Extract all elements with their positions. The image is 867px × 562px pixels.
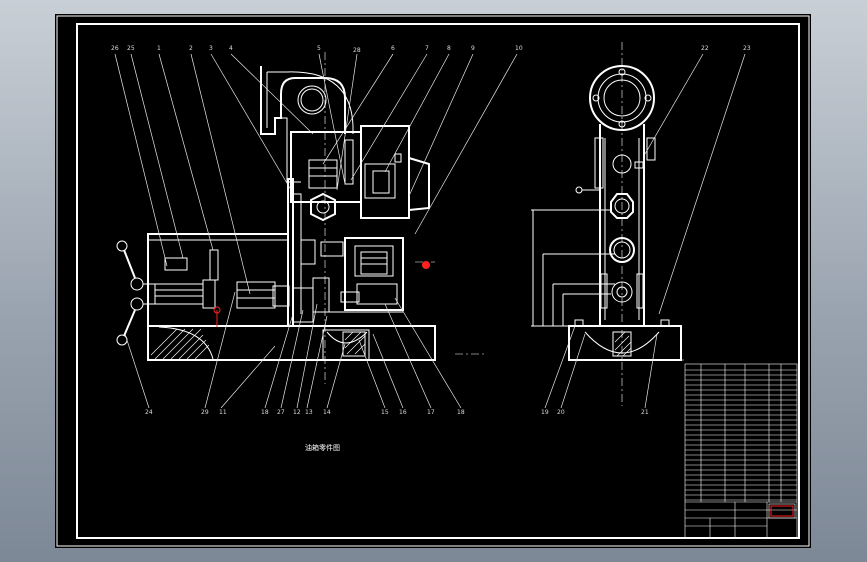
balloon-17: 17 bbox=[427, 409, 435, 416]
outer-border bbox=[56, 15, 810, 547]
main-view-balloons-top: 26 25 1 2 3 4 5 28 6 7 8 9 10 bbox=[111, 45, 523, 295]
balloon-19: 19 bbox=[541, 409, 549, 416]
balloon-21: 21 bbox=[641, 409, 649, 416]
balloon-12: 12 bbox=[293, 409, 301, 416]
balloon-15: 15 bbox=[381, 409, 389, 416]
assembly-drawing: 26 25 1 2 3 4 5 28 6 7 8 9 10 bbox=[56, 15, 810, 547]
balloon-4: 4 bbox=[229, 45, 233, 52]
side-view: 22 23 19 20 21 bbox=[531, 42, 751, 416]
column-body bbox=[599, 124, 645, 326]
oil-tank bbox=[147, 233, 289, 327]
spindle-head bbox=[260, 66, 346, 135]
drawing-frame bbox=[76, 23, 800, 539]
balloon-8: 8 bbox=[447, 45, 451, 52]
balloon-13: 13 bbox=[305, 409, 313, 416]
side-view-balloons: 22 23 19 20 21 bbox=[541, 45, 751, 416]
balloon-18a: 18 bbox=[261, 409, 269, 416]
balloon-23: 23 bbox=[743, 45, 751, 52]
balloon-29: 29 bbox=[201, 409, 209, 416]
gear-box bbox=[344, 237, 404, 311]
balloon-1: 1 bbox=[157, 45, 161, 52]
balloon-6: 6 bbox=[391, 45, 395, 52]
drawing-sheet: 26 25 1 2 3 4 5 28 6 7 8 9 10 bbox=[55, 14, 811, 548]
balloon-2: 2 bbox=[189, 45, 193, 52]
balloon-7: 7 bbox=[425, 45, 429, 52]
balloon-20: 20 bbox=[557, 409, 565, 416]
handwheel-lever bbox=[116, 240, 155, 346]
balloon-27: 27 bbox=[277, 409, 285, 416]
section-marker bbox=[422, 261, 430, 269]
main-view-balloons-bottom: 24 29 11 18 27 12 13 14 15 16 17 18 bbox=[124, 291, 465, 416]
balloon-25: 25 bbox=[127, 45, 135, 52]
balloon-24: 24 bbox=[145, 409, 153, 416]
top-ring bbox=[589, 65, 655, 131]
balloon-5: 5 bbox=[317, 45, 321, 52]
balloon-11: 11 bbox=[219, 409, 227, 416]
balloon-26: 26 bbox=[111, 45, 119, 52]
parts-list-table bbox=[684, 363, 798, 539]
balloon-14: 14 bbox=[323, 409, 331, 416]
balloon-10: 10 bbox=[515, 45, 523, 52]
pulley-nut bbox=[310, 192, 336, 222]
main-view: 26 25 1 2 3 4 5 28 6 7 8 9 10 bbox=[111, 45, 523, 452]
balloon-28: 28 bbox=[353, 47, 361, 54]
balloon-9: 9 bbox=[471, 45, 475, 52]
balloon-18b: 18 bbox=[457, 409, 465, 416]
balloon-3: 3 bbox=[209, 45, 213, 52]
motor bbox=[360, 125, 410, 219]
title-stamp bbox=[770, 505, 794, 517]
balloon-22: 22 bbox=[701, 45, 709, 52]
side-base bbox=[568, 325, 682, 361]
balloon-16: 16 bbox=[399, 409, 407, 416]
view-caption: 油箱零件图 bbox=[305, 443, 340, 452]
